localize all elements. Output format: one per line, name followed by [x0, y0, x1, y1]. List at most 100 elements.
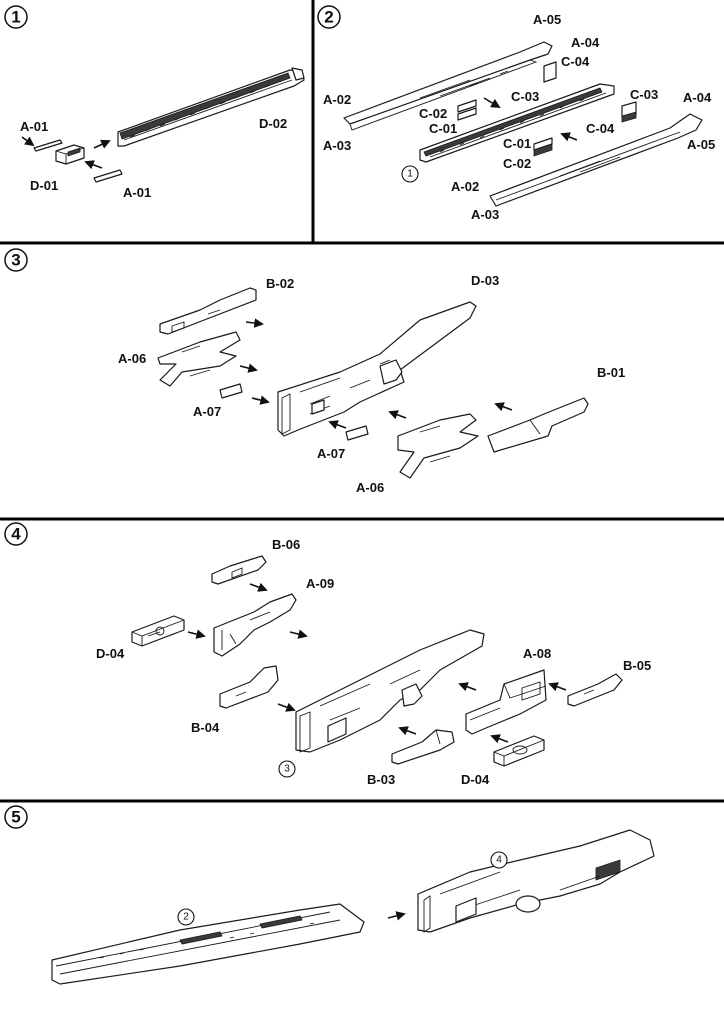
arrow: [249, 582, 268, 592]
part-a08: [465, 669, 547, 735]
arrow: [388, 410, 407, 420]
part-label: A-07: [193, 404, 221, 419]
part-label: A-06: [118, 351, 146, 366]
part-label: A-07: [317, 446, 345, 461]
step-4-panel: 4: [4, 522, 651, 787]
subassembly-ref: 4: [496, 855, 502, 866]
arrow: [483, 97, 501, 108]
part-label: B-03: [367, 772, 395, 787]
arrow: [245, 318, 264, 328]
part-label: A-02: [323, 92, 351, 107]
step-number: 1: [11, 8, 20, 27]
part-label: A-04: [683, 90, 712, 105]
part-label: A-06: [356, 480, 384, 495]
part-a04-upper: [543, 61, 557, 83]
step-2-panel: 2: [317, 5, 715, 222]
step-number-badge: 5: [4, 805, 28, 829]
step-5-panel: 5 2 4: [4, 805, 655, 985]
part-b05: [567, 673, 623, 707]
part-label: C-01: [429, 121, 457, 136]
arrow: [560, 132, 578, 142]
part-c02-c01: [457, 99, 477, 121]
part-label: A-09: [306, 576, 334, 591]
arrow: [93, 139, 111, 149]
part-a02-upper-half: [343, 41, 553, 131]
part-label: B-06: [272, 537, 300, 552]
part-a09: [213, 593, 297, 657]
step-number-badge: 2: [317, 5, 341, 29]
subassembly-ref-badge: 3: [278, 760, 296, 778]
step-number-badge: 1: [4, 5, 28, 29]
part-b01: [487, 397, 589, 453]
arrow: [328, 420, 347, 430]
part-b03: [391, 729, 455, 765]
part-a06-lower: [397, 413, 479, 479]
part-label: C-04: [561, 54, 590, 69]
part-a06-upper: [157, 331, 241, 387]
step-number: 2: [324, 8, 333, 27]
part-label: C-01: [503, 136, 531, 151]
part-label: C-03: [511, 89, 539, 104]
part-a07-center: [345, 425, 369, 441]
part-a07-left: [219, 383, 243, 399]
part-label: A-05: [687, 137, 715, 152]
part-c01-c02-lower: [533, 137, 553, 157]
arrow: [251, 395, 270, 405]
part-label: A-02: [451, 179, 479, 194]
part-central-barrel: [419, 83, 615, 163]
subassembly-step2: [51, 903, 365, 985]
part-c03-right: [621, 101, 637, 123]
part-label: C-02: [503, 156, 531, 171]
part-b04: [219, 665, 279, 709]
part-d04-lower: [493, 735, 545, 767]
part-label: B-04: [191, 720, 220, 735]
part-label: D-01: [30, 178, 58, 193]
arrow: [494, 402, 513, 412]
part-label: B-01: [597, 365, 625, 380]
part-label: C-03: [630, 87, 658, 102]
part-label: D-04: [96, 646, 125, 661]
step-number: 5: [11, 808, 20, 827]
part-label: D-03: [471, 273, 499, 288]
subassembly-ref: 1: [407, 169, 413, 180]
step-number-badge: 4: [4, 522, 28, 546]
part-label: C-04: [586, 121, 615, 136]
part-b02: [159, 287, 257, 335]
arrow: [458, 682, 477, 692]
part-a01-lower: [93, 169, 123, 183]
part-d01-block: [55, 144, 85, 165]
part-a02-lower-half: [489, 113, 703, 207]
arrow: [21, 136, 35, 147]
subassembly-ref: 3: [284, 764, 290, 775]
arrow: [548, 682, 567, 692]
subassembly-ref-badge: 4: [490, 851, 508, 869]
part-label: A-01: [20, 119, 48, 134]
part-label: D-02: [259, 116, 287, 131]
part-label: B-02: [266, 276, 294, 291]
step-1-panel: 1 A-01 D-01 A-01 D-02: [4, 5, 305, 200]
step-3-panel: 3: [4, 248, 625, 495]
arrow: [187, 629, 206, 639]
subassembly-step3: [295, 629, 485, 753]
part-d02-barrel: [117, 67, 305, 147]
panel-dividers: [0, 0, 724, 803]
arrow: [398, 726, 417, 736]
subassembly-ref-badge: 1: [401, 165, 419, 183]
step-number: 4: [11, 525, 21, 544]
arrow: [387, 911, 406, 921]
step-number: 3: [11, 251, 20, 270]
part-label: A-08: [523, 646, 551, 661]
part-d04-left: [131, 615, 185, 647]
arrow: [490, 734, 509, 744]
part-label: A-05: [533, 12, 561, 27]
arrow: [277, 702, 296, 712]
part-label: A-03: [323, 138, 351, 153]
subassembly-step4: [417, 829, 655, 933]
part-d03-main-body: [277, 301, 477, 437]
part-label: D-04: [461, 772, 490, 787]
subassembly-ref-badge: 2: [177, 908, 195, 926]
arrow: [84, 160, 103, 170]
arrow: [239, 363, 258, 373]
part-label: A-04: [571, 35, 600, 50]
